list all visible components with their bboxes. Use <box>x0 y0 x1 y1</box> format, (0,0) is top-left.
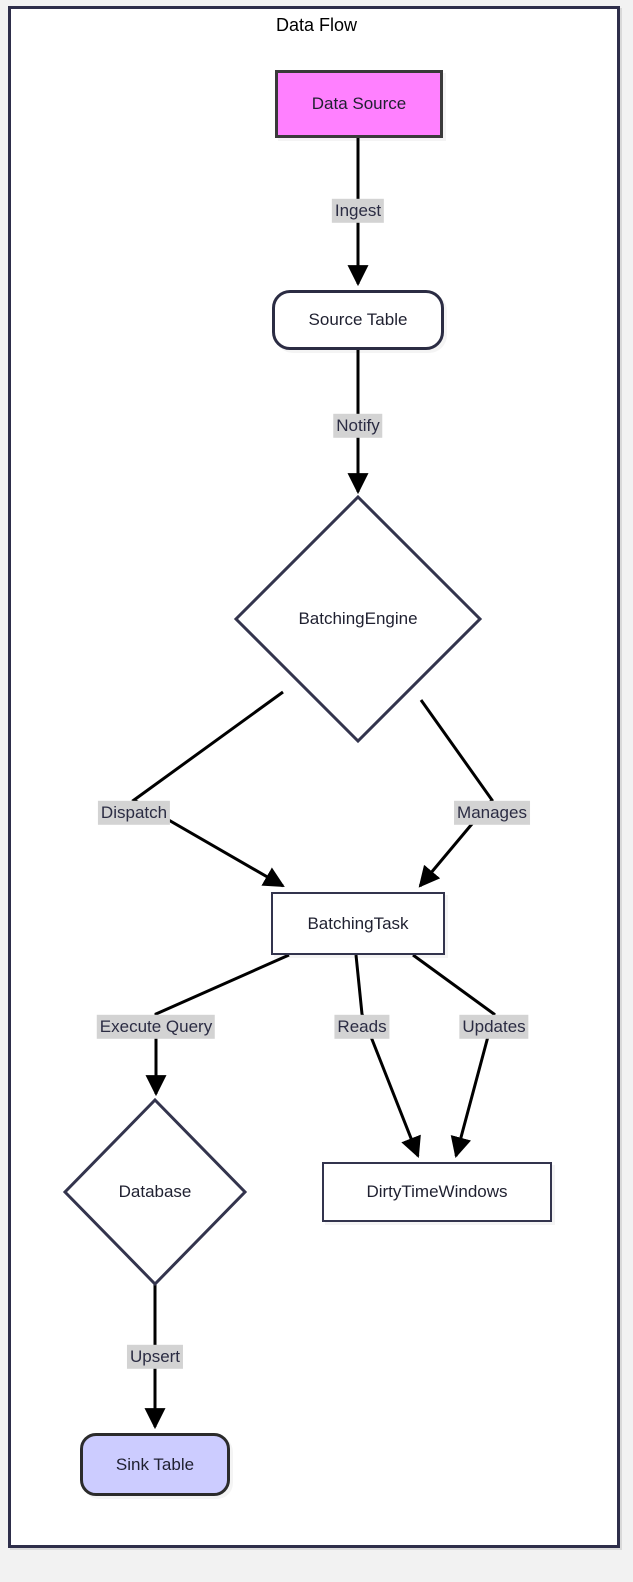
edge-manages <box>418 699 494 888</box>
edge-label-reads: Reads <box>334 1014 390 1040</box>
node-dirty-time-windows-label: DirtyTimeWindows <box>366 1182 508 1202</box>
edge-reads <box>354 954 421 1158</box>
edge-label-ingest-text: Ingest <box>334 200 382 220</box>
node-data-source[interactable]: Data Source <box>275 70 443 138</box>
diagram-frame <box>8 6 620 1548</box>
edge-label-upsert: Upsert <box>126 1344 184 1370</box>
edge-label-execute-query-text: Execute Query <box>99 1016 213 1036</box>
node-batching-task[interactable]: BatchingTask <box>271 892 445 955</box>
edge-label-upsert-text: Upsert <box>129 1346 181 1366</box>
page-title: Data Flow <box>275 15 358 35</box>
node-source-table[interactable]: Source Table <box>272 290 444 350</box>
node-dirty-time-windows[interactable]: DirtyTimeWindows <box>322 1162 552 1222</box>
edge-label-notify: Notify <box>333 413 383 439</box>
node-sink-table[interactable]: Sink Table <box>80 1433 230 1496</box>
node-source-table-label: Source Table <box>308 310 408 330</box>
edge-label-updates: Updates <box>459 1014 529 1040</box>
edge-dispatch <box>131 690 285 888</box>
node-batching-task-label: BatchingTask <box>307 913 409 933</box>
edge-label-manages-text: Manages <box>457 802 527 822</box>
node-database-shape[interactable] <box>62 1097 248 1287</box>
edge-updates <box>412 953 496 1159</box>
edge-label-execute-query: Execute Query <box>96 1014 216 1040</box>
edge-label-dispatch-text: Dispatch <box>100 802 168 822</box>
node-data-source-label: Data Source <box>311 94 407 114</box>
edge-label-notify-text: Notify <box>336 415 380 435</box>
edge-label-reads-text: Reads <box>337 1016 387 1036</box>
edge-label-manages: Manages <box>454 800 530 826</box>
edge-execute-query <box>145 953 290 1097</box>
edge-label-dispatch: Dispatch <box>97 800 171 826</box>
edge-label-ingest: Ingest <box>331 198 385 224</box>
edge-label-updates-text: Updates <box>462 1016 526 1036</box>
node-batching-engine-shape[interactable] <box>233 494 483 744</box>
node-sink-table-label: Sink Table <box>115 1454 195 1474</box>
